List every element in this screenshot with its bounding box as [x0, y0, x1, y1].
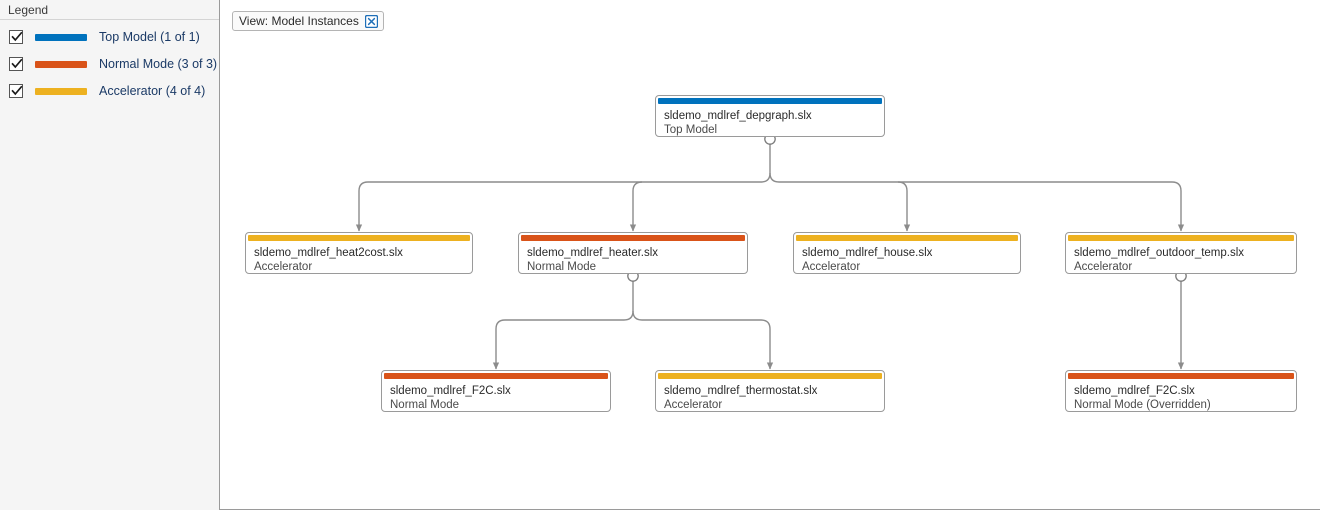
- node-status-bar: [521, 235, 745, 241]
- node-model-name: sldemo_mdlref_heat2cost.slx: [254, 247, 403, 259]
- node-status-bar: [384, 373, 608, 379]
- graph-edge: [1172, 182, 1185, 232]
- node-model-name: sldemo_mdlref_thermostat.slx: [664, 385, 818, 397]
- checkbox-checked-icon[interactable]: [9, 57, 23, 71]
- legend-title: Legend: [8, 3, 49, 17]
- graph-edge: [355, 182, 368, 232]
- view-filter-chip-label: View: Model Instances: [239, 14, 359, 28]
- graph-edge: [492, 320, 505, 370]
- legend-header: Legend: [0, 0, 219, 20]
- legend-item[interactable]: Normal Mode (3 of 3): [0, 54, 219, 76]
- node-simulation-mode: Accelerator: [254, 261, 313, 273]
- node-model-name: sldemo_mdlref_F2C.slx: [390, 385, 511, 397]
- graph-edge-bus: [770, 173, 1172, 182]
- node-status-bar: [1068, 235, 1294, 241]
- checkbox-checked-icon[interactable]: [9, 30, 23, 44]
- node-simulation-mode: Accelerator: [802, 261, 861, 273]
- graph-edges: [355, 0, 1320, 370]
- node-status-bar: [658, 98, 882, 104]
- checkbox-checked-icon[interactable]: [9, 84, 23, 98]
- node-status-bar: [658, 373, 882, 379]
- graph-edge: [629, 182, 642, 232]
- node-status-bar: [796, 235, 1018, 241]
- legend-color-swatch: [35, 88, 87, 95]
- legend-item[interactable]: Accelerator (4 of 4): [0, 81, 219, 103]
- node-model-name: sldemo_mdlref_heater.slx: [527, 247, 659, 259]
- node-model-name: sldemo_mdlref_outdoor_temp.slx: [1074, 247, 1245, 259]
- node-simulation-mode: Normal Mode (Overridden): [1074, 399, 1211, 411]
- legend-item-label: Normal Mode (3 of 3): [99, 57, 218, 71]
- graph-edge: [761, 320, 774, 370]
- node-model-name: sldemo_mdlref_house.slx: [802, 247, 933, 259]
- legend-color-swatch: [35, 34, 87, 41]
- node-model-name: sldemo_mdlref_depgraph.slx: [664, 110, 812, 122]
- graph-edge: [898, 182, 911, 232]
- legend-item-label: Accelerator (4 of 4): [99, 84, 206, 98]
- graph-canvas[interactable]: View: Model Instances sldemo_mdlref_depg…: [220, 0, 1320, 510]
- view-filter-chip[interactable]: View: Model Instances: [232, 11, 384, 31]
- legend-item[interactable]: Top Model (1 of 1): [0, 27, 219, 49]
- node-status-bar: [248, 235, 470, 241]
- legend-item-label: Top Model (1 of 1): [99, 30, 200, 44]
- legend-panel: Legend Top Model (1 of 1) Normal Mode (3 …: [0, 0, 220, 510]
- node-status-bar: [1068, 373, 1294, 379]
- close-x-icon[interactable]: [364, 14, 379, 28]
- node-simulation-mode: Normal Mode: [390, 399, 460, 411]
- node-simulation-mode: Accelerator: [1074, 261, 1133, 273]
- node-model-name: sldemo_mdlref_F2C.slx: [1074, 385, 1195, 397]
- node-simulation-mode: Normal Mode: [527, 261, 597, 273]
- legend-color-swatch: [35, 61, 87, 68]
- node-simulation-mode: Top Model: [664, 124, 718, 136]
- graph-edge-bus: [368, 173, 770, 182]
- graph-edge-bus: [505, 311, 633, 320]
- graph-edge-bus: [633, 311, 761, 320]
- node-simulation-mode: Accelerator: [664, 399, 723, 411]
